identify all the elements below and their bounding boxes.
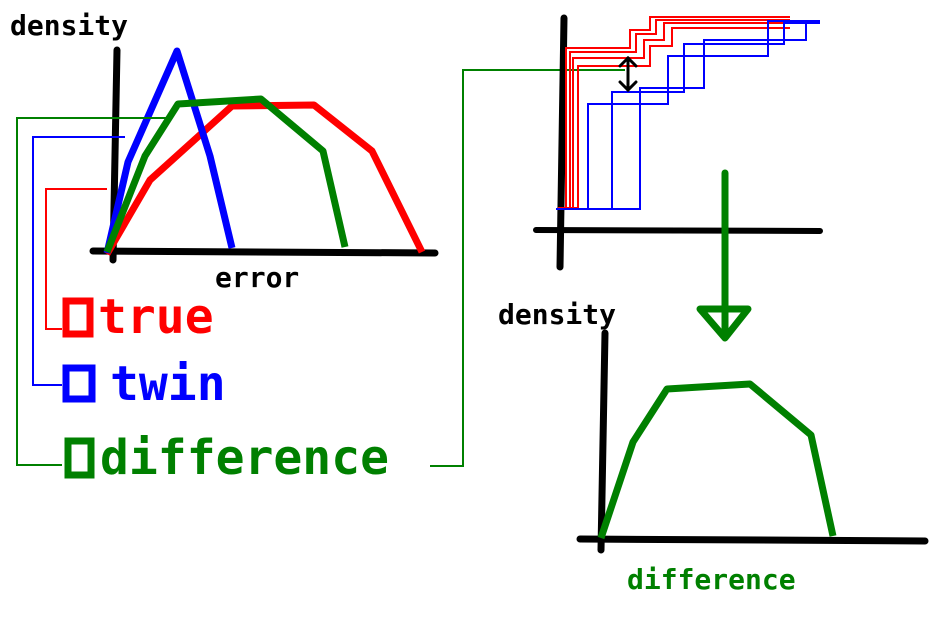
difference-density-curve (103, 95, 349, 254)
true-density-curve (103, 101, 426, 256)
true-legend-swatch (62, 297, 94, 338)
difference-density-plot: density difference (498, 298, 929, 596)
difference-plot-y-axis (597, 329, 609, 554)
twin-cdf-curves (556, 20, 820, 210)
difference-plot-x-axis (576, 535, 929, 545)
twin-cdf-curve (588, 22, 820, 210)
cdf-plot (533, 14, 823, 271)
difference-legend-swatch (64, 437, 95, 479)
twin-connector-line (32, 136, 125, 386)
true-legend-label: true (98, 289, 214, 345)
left-density-plot: density error (10, 9, 439, 294)
twin-density-curve (103, 47, 236, 254)
difference-plot-xlabel: difference (627, 563, 796, 596)
cdf-y-axis (556, 14, 568, 271)
difference-connector-line (16, 117, 168, 466)
true-cdf-curves (558, 16, 790, 209)
difference-legend-label: difference (100, 430, 389, 486)
twin-cdf-curve (612, 20, 820, 210)
twin-cdf-curve (556, 20, 820, 210)
left-plot-ylabel: density (10, 9, 128, 42)
cdf-x-axis (533, 227, 823, 234)
twin-legend-swatch (62, 364, 96, 403)
double-arrow-icon (618, 55, 638, 93)
true-cdf-curve (567, 27, 790, 209)
true-cdf-curve (563, 22, 790, 209)
left-plot-x-axis (89, 247, 439, 257)
difference-to-cdf-connector (430, 69, 625, 467)
difference-density-curve (597, 380, 837, 540)
down-arrow-icon (696, 169, 752, 342)
true-cdf-curve (558, 16, 790, 209)
left-plot-xlabel: error (215, 261, 299, 294)
difference-plot-ylabel: density (498, 298, 616, 331)
twin-legend-label: twin (110, 356, 226, 412)
true-connector-line (45, 188, 107, 330)
legend: true twin difference (16, 69, 625, 486)
true-cdf-curve (561, 19, 790, 209)
